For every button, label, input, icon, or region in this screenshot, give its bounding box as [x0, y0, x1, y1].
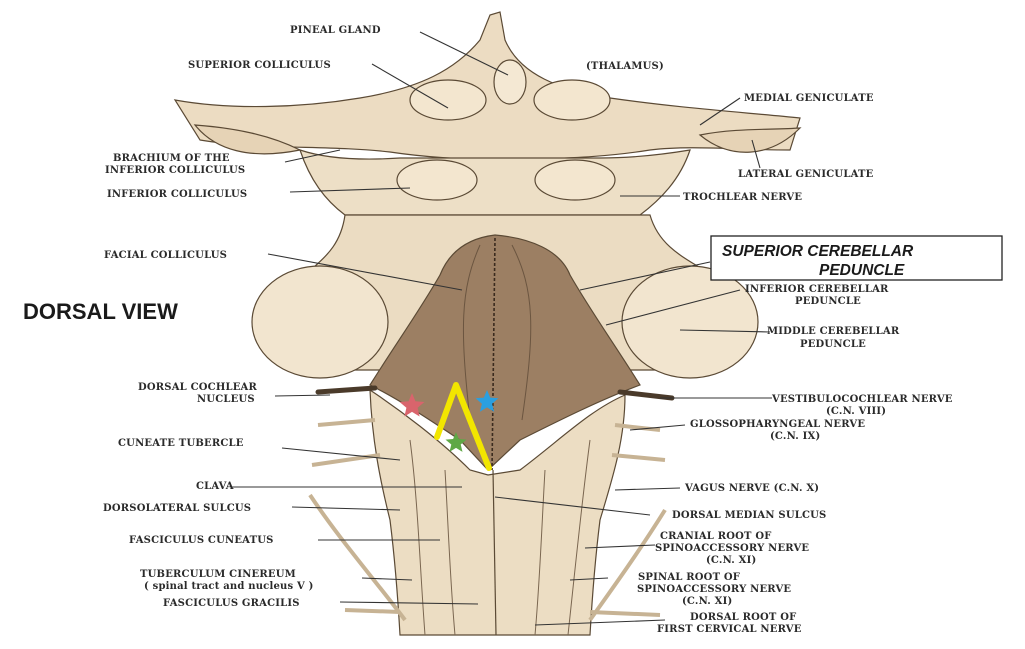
right-superior-colliculus-shape	[534, 80, 610, 120]
right-spinal-accessory-nerve	[590, 510, 665, 620]
midbrain-shape	[300, 150, 690, 215]
left-vestibulocochlear-nerve	[318, 388, 375, 392]
label-dorsal-cochlear-line1: DORSAL COCHLEAR	[138, 382, 257, 393]
label-inferior-colliculus: INFERIOR COLLICULUS	[107, 189, 247, 200]
label-middle-cerebellar-line1: MIDDLE CEREBELLAR	[767, 326, 900, 337]
label-dorsolateral-sulcus: DORSOLATERAL SULCUS	[103, 503, 251, 514]
left-inferior-colliculus-shape	[397, 160, 477, 200]
label-glossopharyngeal-line1: GLOSSOPHARYNGEAL NERVE	[690, 419, 865, 430]
label-brachium-line1: BRACHIUM OF THE	[113, 153, 230, 164]
right-middle-cerebellar-peduncle-shape	[622, 266, 758, 378]
label-middle-cerebellar-line2: PEDUNCLE	[800, 339, 866, 350]
left-superior-colliculus-shape	[410, 80, 486, 120]
label-inferior-cerebellar-line2: PEDUNCLE	[795, 296, 861, 307]
left-first-cervical-root	[345, 610, 400, 612]
label-brachium-line2: INFERIOR COLLICULUS	[105, 165, 245, 176]
label-vagus-nerve: VAGUS NERVE (C.N. X)	[684, 483, 819, 494]
label-spinal-root-line3: (C.N. XI)	[682, 596, 732, 607]
label-spinal-root-line1: SPINAL ROOT OF	[638, 572, 740, 583]
right-vagus-nerve	[612, 455, 665, 460]
right-first-cervical-root	[590, 612, 660, 615]
label-cranial-root-line2: SPINOACCESSORY NERVE	[655, 543, 809, 554]
left-middle-cerebellar-peduncle-shape	[252, 266, 388, 378]
label-fasciculus-gracilis: FASCICULUS GRACILIS	[163, 598, 300, 609]
label-dorsal-root-line2: FIRST CERVICAL NERVE	[657, 624, 802, 635]
label-vestibulocochlear-line2: (C.N. VIII)	[826, 406, 886, 417]
left-glossopharyngeal-nerve	[318, 420, 375, 425]
view-title: DORSAL VIEW	[23, 299, 178, 324]
superior-cerebellar-peduncle-box: SUPERIOR CEREBELLAR PEDUNCLE	[711, 236, 1002, 280]
pineal-gland-shape	[494, 60, 526, 104]
label-fasciculus-cuneatus: FASCICULUS CUNEATUS	[129, 535, 274, 546]
label-cranial-root-line3: (C.N. XI)	[706, 555, 756, 566]
label-thalamus: (THALAMUS)	[586, 61, 664, 72]
label-pineal-gland: PINEAL GLAND	[290, 25, 381, 36]
label-clava: CLAVA	[196, 481, 234, 492]
label-cuneate-tubercle: CUNEATE TUBERCLE	[118, 438, 244, 449]
right-vestibulocochlear-nerve	[620, 392, 672, 398]
right-inferior-colliculus-shape	[535, 160, 615, 200]
label-facial-colliculus: FACIAL COLLICULUS	[104, 250, 227, 261]
boxed-label-line2: PEDUNCLE	[819, 262, 905, 279]
label-vestibulocochlear-line1: VESTIBULOCOCHLEAR NERVE	[771, 394, 953, 405]
label-dorsal-median-sulcus: DORSAL MEDIAN SULCUS	[672, 510, 826, 521]
label-tuberculum-line2: ( spinal tract and nucleus V )	[144, 581, 314, 592]
label-cranial-root-line1: CRANIAL ROOT OF	[660, 531, 772, 542]
label-inferior-cerebellar-line1: INFERIOR CEREBELLAR	[745, 284, 889, 295]
label-superior-colliculus: SUPERIOR COLLICULUS	[188, 60, 331, 71]
label-glossopharyngeal-line2: (C.N. IX)	[770, 431, 820, 442]
label-tuberculum-line1: TUBERCULUM CINEREUM	[140, 569, 296, 580]
label-medial-geniculate: MEDIAL GENICULATE	[744, 93, 874, 104]
label-trochlear-nerve: TROCHLEAR NERVE	[683, 192, 802, 203]
label-dorsal-cochlear-line2: NUCLEUS	[197, 394, 255, 405]
boxed-label-line1: SUPERIOR CEREBELLAR	[722, 243, 914, 260]
label-lateral-geniculate: LATERAL GENICULATE	[738, 169, 874, 180]
label-dorsal-root-line1: DORSAL ROOT OF	[690, 612, 796, 623]
label-spinal-root-line2: SPINOACCESSORY NERVE	[637, 584, 791, 595]
